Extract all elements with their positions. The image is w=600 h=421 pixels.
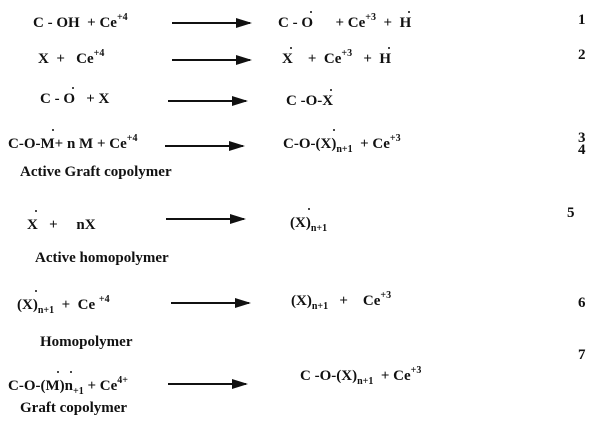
superscript: +4 — [126, 133, 138, 144]
arrow-6 — [171, 298, 251, 308]
subscript: n+1 — [310, 223, 328, 234]
radical-species: n — [64, 378, 74, 394]
arrow-3 — [168, 96, 248, 106]
superscript: +3 — [365, 12, 376, 23]
product-3: C -O-X — [286, 92, 333, 110]
formula-text: X + Ce — [38, 51, 94, 67]
formula-text: C-O-( — [8, 378, 46, 394]
superscript: +3 — [410, 365, 422, 376]
formula-text: C-O-(X — [283, 136, 332, 152]
radical-species: ) — [331, 136, 337, 152]
formula-text: + Ce — [328, 293, 381, 309]
superscript: +4 — [93, 48, 105, 59]
superscript: +3 — [389, 133, 401, 144]
reactant-2: X + Ce+4 — [38, 48, 105, 68]
formula-text: C - — [40, 91, 64, 107]
reaction-number-6: 6 — [578, 295, 586, 311]
label-homopolymer: Homopolymer — [40, 334, 133, 350]
product-7: C -O-(X)n+1 + Ce+3 — [300, 365, 422, 387]
radical-species: X — [282, 51, 293, 67]
formula-text: (X) — [291, 293, 312, 309]
reaction-number-5: 5 — [567, 205, 575, 221]
product-1: C - O + Ce+3 + H — [278, 12, 412, 32]
reaction-number-1: 1 — [578, 12, 586, 28]
label-active-graft-copolymer: Active Graft copolymer — [20, 164, 172, 180]
formula-text: + Ce — [352, 136, 390, 152]
radical-species: O — [301, 15, 313, 31]
reaction-number-7: 7 — [578, 347, 586, 363]
radical-species: ) — [32, 297, 38, 313]
formula-text: (X — [17, 297, 33, 313]
radical-species: X — [322, 93, 334, 109]
label-active-homopolymer: Active homopolymer — [35, 250, 169, 266]
label-graft-copolymer: Graft copolymer — [20, 400, 128, 416]
arrow-1 — [172, 18, 252, 28]
subscript: n+1 — [311, 301, 329, 312]
radical-species: O — [63, 91, 75, 107]
formula-text: C -O-(X) — [300, 368, 358, 384]
radical-species: H — [399, 15, 412, 31]
formula-text: + — [376, 15, 400, 31]
formula-text: + Ce — [83, 378, 118, 394]
radical-species: ) — [305, 215, 311, 231]
product-6: (X)n+1 + Ce+3 — [291, 290, 392, 312]
formula-text: + Ce — [292, 51, 342, 67]
formula-text: + Ce — [373, 368, 411, 384]
formula-text: C -O- — [286, 93, 323, 109]
superscript: +4 — [116, 12, 128, 23]
formula-text: (X — [290, 215, 306, 231]
radical-species: X — [27, 217, 38, 233]
reactant-7: C-O-(M)n+1 + Ce4+ — [8, 375, 128, 397]
product-4: C-O-(X)n+1 + Ce+3 — [283, 133, 401, 155]
arrow-5 — [166, 214, 246, 224]
reactant-6: (X)n+1 + Ce +4 — [17, 294, 110, 316]
reactant-3: C - O + X — [40, 90, 109, 108]
reactant-1: C - OH + Ce+4 — [33, 12, 128, 32]
superscript: +4 — [98, 294, 110, 305]
reaction-number-4: 4 — [578, 142, 586, 158]
reactant-4: C-O-M+ n M + Ce+4 — [8, 133, 138, 153]
subscript: n+1 — [37, 305, 55, 316]
product-5: (X)n+1 — [290, 214, 328, 234]
formula-text: + nX — [37, 217, 96, 233]
formula-text: + n M + Ce — [54, 136, 127, 152]
arrow-2 — [172, 55, 252, 65]
reaction-number-2: 2 — [578, 47, 586, 63]
radical-species: M — [40, 136, 55, 152]
arrow-4 — [165, 141, 245, 151]
formula-text: + X — [75, 91, 110, 107]
reactant-5: X + nX — [27, 216, 96, 234]
formula-text: + Ce — [313, 15, 366, 31]
reaction-number-3: 3 — [578, 130, 586, 146]
formula-text: C - OH + Ce — [33, 15, 117, 31]
arrow-7 — [168, 379, 248, 389]
formula-text: + — [352, 51, 380, 67]
formula-text: + Ce — [54, 297, 99, 313]
superscript: 4+ — [117, 375, 128, 386]
subscript: +1 — [73, 386, 84, 397]
formula-text: ) — [59, 378, 65, 394]
subscript: n+1 — [357, 376, 374, 387]
formula-text: C - — [278, 15, 302, 31]
product-2: X + Ce+3 + H — [282, 48, 392, 68]
radical-species: M — [45, 378, 60, 394]
subscript: n+1 — [336, 144, 353, 155]
superscript: +3 — [380, 290, 392, 301]
superscript: +3 — [341, 48, 353, 59]
radical-species: H — [379, 51, 392, 67]
formula-text: C-O- — [8, 136, 41, 152]
